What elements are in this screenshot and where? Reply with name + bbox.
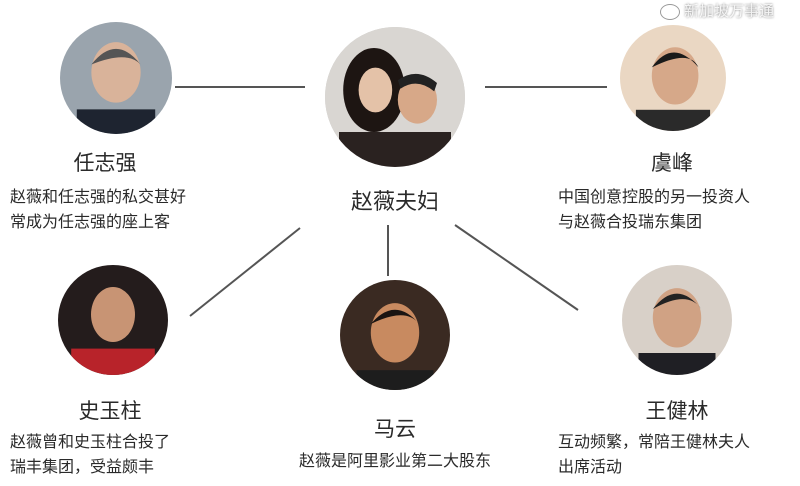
line-wang — [454, 224, 579, 311]
desc-wang: 互动频繁，常陪王健林夫人出席活动 — [558, 432, 751, 476]
avatar-ma — [340, 280, 450, 390]
avatar-yu — [620, 25, 726, 131]
line-shi — [189, 227, 301, 317]
center-name: 赵薇夫妇 — [350, 190, 440, 215]
name-yu: 虞峰 — [651, 151, 693, 175]
desc-ren: 赵薇和任志强的私交甚好常成为任志强的座上客 — [10, 187, 187, 231]
avatar-wang — [622, 265, 732, 375]
avatar-shi — [58, 265, 168, 375]
desc-yu: 中国创意控股的另一投资人与赵薇合投瑞东集团 — [558, 187, 751, 231]
desc-shi: 赵薇曾和史玉柱合投了瑞丰集团，受益颇丰 — [10, 432, 171, 476]
name-shi: 史玉柱 — [78, 399, 142, 423]
name-ren: 任志强 — [73, 151, 137, 175]
avatar-couple — [325, 27, 465, 167]
avatar-ren — [60, 22, 172, 134]
name-wang: 王健林 — [645, 399, 709, 423]
wechat-icon — [660, 3, 680, 20]
desc-ma: 赵薇是阿里影业第二大股东 — [298, 451, 492, 470]
name-ma: 马云 — [374, 417, 416, 441]
watermark: 新加坡万事通 — [660, 2, 774, 20]
